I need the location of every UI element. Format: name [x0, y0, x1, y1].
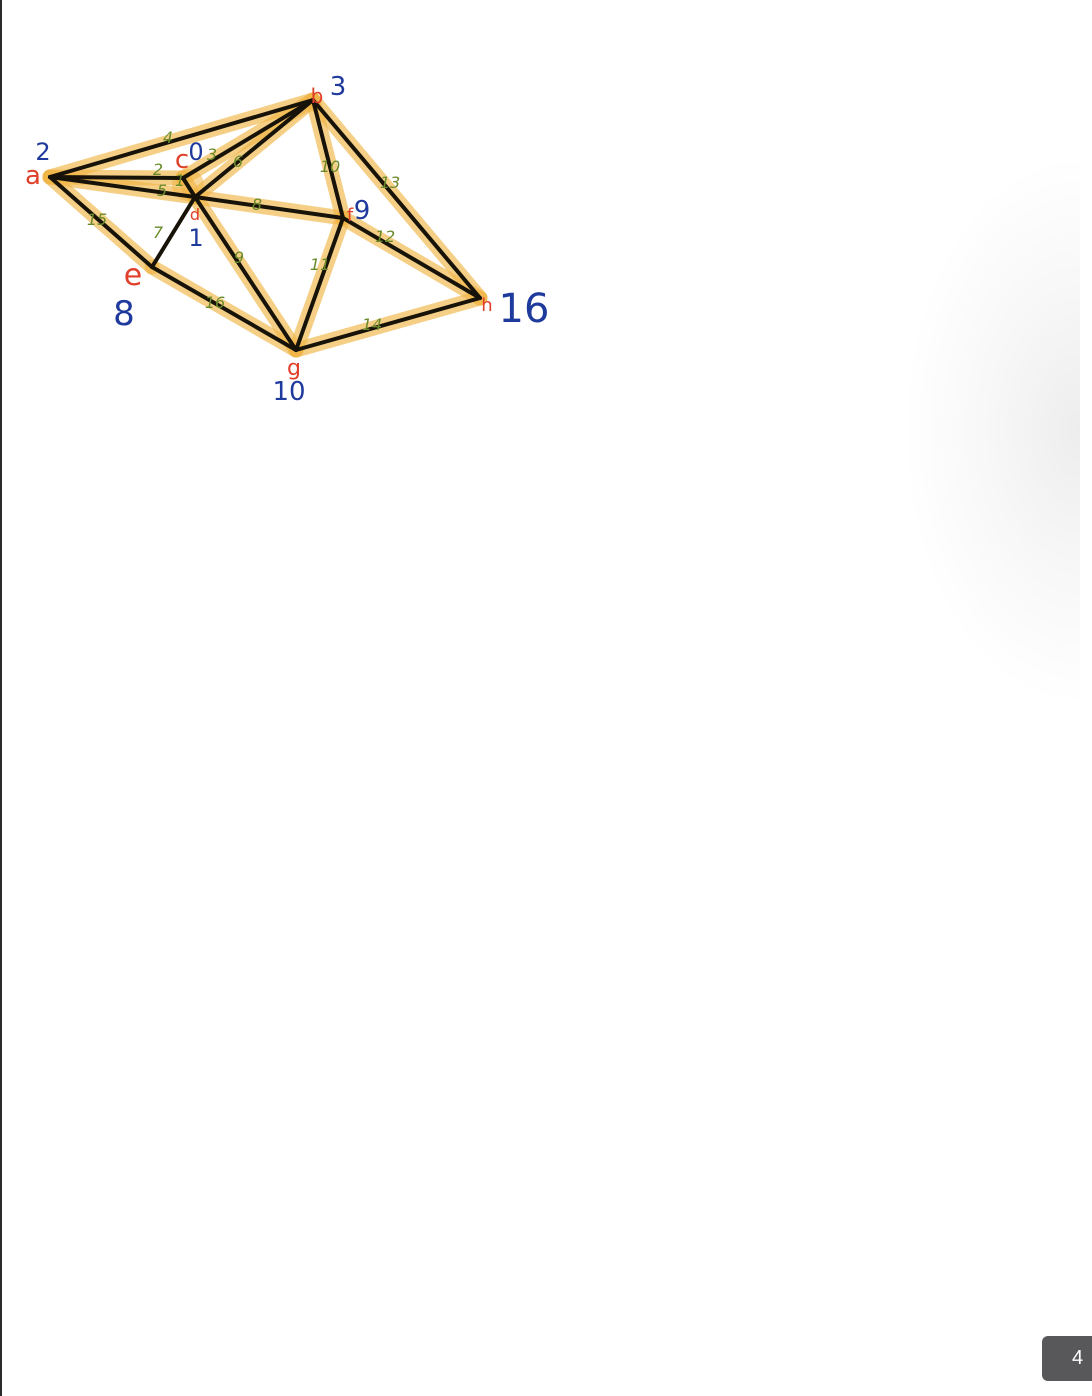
node-name-f: f: [347, 205, 354, 226]
edge-weight-c-d: 1: [175, 171, 185, 190]
node-value-c: 0: [188, 138, 203, 166]
edge-g-h: [294, 296, 482, 352]
node-name-b: b: [311, 84, 324, 108]
edge-weight-d-e: 7: [153, 223, 164, 242]
edge-a-d: [48, 175, 197, 199]
edge-f-h: [341, 216, 482, 300]
edge-weight-g-h: 14: [362, 315, 382, 334]
node-name-d: d: [190, 205, 200, 224]
edge-c-b: [181, 98, 315, 180]
node-value-b: 3: [330, 72, 347, 102]
edge-d-b: [193, 98, 315, 199]
edge-weight-f-h: 12: [375, 227, 395, 246]
edge-weight-f-g: 11: [310, 255, 330, 274]
edge-weight-a-d: 5: [157, 181, 167, 200]
edge-weight-d-g: 9: [234, 248, 244, 267]
page-number-indicator[interactable]: 4: [1042, 1336, 1092, 1381]
node-name-a: a: [25, 161, 41, 191]
edge-weight-a-b: 4: [163, 128, 173, 147]
edge-b-h: [311, 98, 482, 300]
edge-weight-d-f: 8: [252, 195, 262, 214]
node-value-e: 8: [113, 294, 135, 334]
node-name-c: c: [175, 145, 189, 175]
edge-a-e: [48, 175, 154, 269]
node-name-g: g: [287, 356, 301, 381]
edge-b-f: [311, 98, 345, 220]
edge-d-g: [193, 195, 298, 352]
edge-layer: [48, 98, 482, 352]
edge-weight-e-g: 16: [205, 293, 225, 312]
edge-d-e: [150, 195, 197, 269]
node-value-g: 10: [272, 377, 305, 407]
edge-c-d: [181, 176, 197, 199]
node-value-a: 2: [35, 138, 50, 166]
edge-weight-a-c: 2: [153, 160, 163, 179]
edge-e-g: [150, 265, 298, 352]
edge-weight-c-b: 3: [207, 145, 217, 164]
node-name-e: e: [124, 258, 142, 293]
edge-weight-d-b: 6: [233, 152, 243, 171]
edge-a-b: [48, 98, 315, 179]
edge-weight-b-f: 10: [320, 157, 340, 176]
edge-weight-a-e: 15: [87, 210, 107, 229]
node-value-h: 16: [499, 286, 550, 332]
edge-d-f: [193, 195, 345, 220]
edge-weight-b-h: 13: [380, 173, 400, 192]
node-name-h: h: [481, 295, 492, 316]
node-value-f: 9: [354, 196, 371, 226]
page-left-edge: [0, 0, 2, 1396]
edge-f-g: [294, 216, 345, 352]
node-value-d: 1: [188, 224, 203, 252]
edge-a-c: [48, 175, 185, 180]
